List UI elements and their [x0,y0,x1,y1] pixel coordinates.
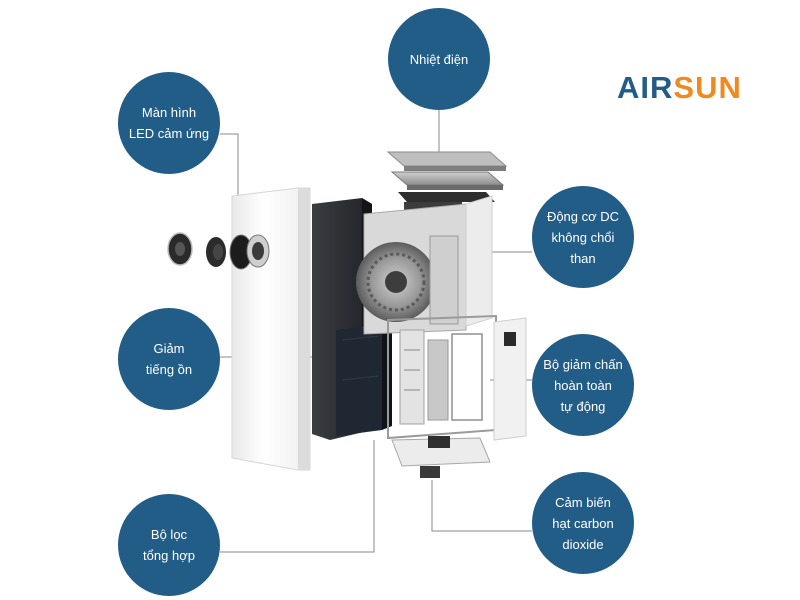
brand-part-1: AIR [617,70,674,105]
callout-combined-filter: Bộ lọc tổng hợp [118,494,220,596]
right-shell [465,195,493,327]
callout-touch-screen: Màn hình LED cảm ứng [118,72,220,174]
airsun-logo: AIRSUN [617,70,742,106]
front-panel [231,187,311,471]
damper-frame [387,314,527,441]
callout-text: Nhiệt điện [409,51,469,67]
callout-text: hạt carbon [552,515,614,531]
callout-text: tự động [560,398,606,414]
callout-text: Cảm biến [555,494,611,510]
callout-text: Bộ giảm chấn [543,356,623,372]
callout-text: hoàn toàn [554,377,612,393]
callout-co2-sensor: Cảm biến hạt carbon dioxide [532,472,634,574]
fan-assembly [356,203,467,335]
callout-text: LED cảm ứng [128,126,210,141]
callout-text: Màn hình [141,105,197,120]
callout-text: Bộ lọc [150,527,188,542]
touch-screen-parts [167,232,270,270]
brand-part-2: SUN [673,70,742,105]
callout-heating: Nhiệt điện [388,8,490,110]
callout-text: than [570,250,596,266]
callout-text: không chổi [551,229,615,245]
callout-text: tiếng ồn [145,362,193,377]
connector-sensor [431,480,532,532]
callout-noise-reduction: Giảm tiếng ồn [118,308,220,410]
base-sensor [391,436,491,478]
callout-auto-damper: Bộ giảm chấn hoàn toàn tự động [532,334,634,436]
filter-block [336,324,392,436]
callout-text: Động cơ DC [546,208,620,224]
callout-dc-motor: Động cơ DC không chổi than [532,186,634,288]
callout-text: tổng hợp [143,548,195,563]
callout-text: Giảm [153,341,185,356]
callout-text: dioxide [562,536,604,552]
connector-filter [220,440,375,553]
